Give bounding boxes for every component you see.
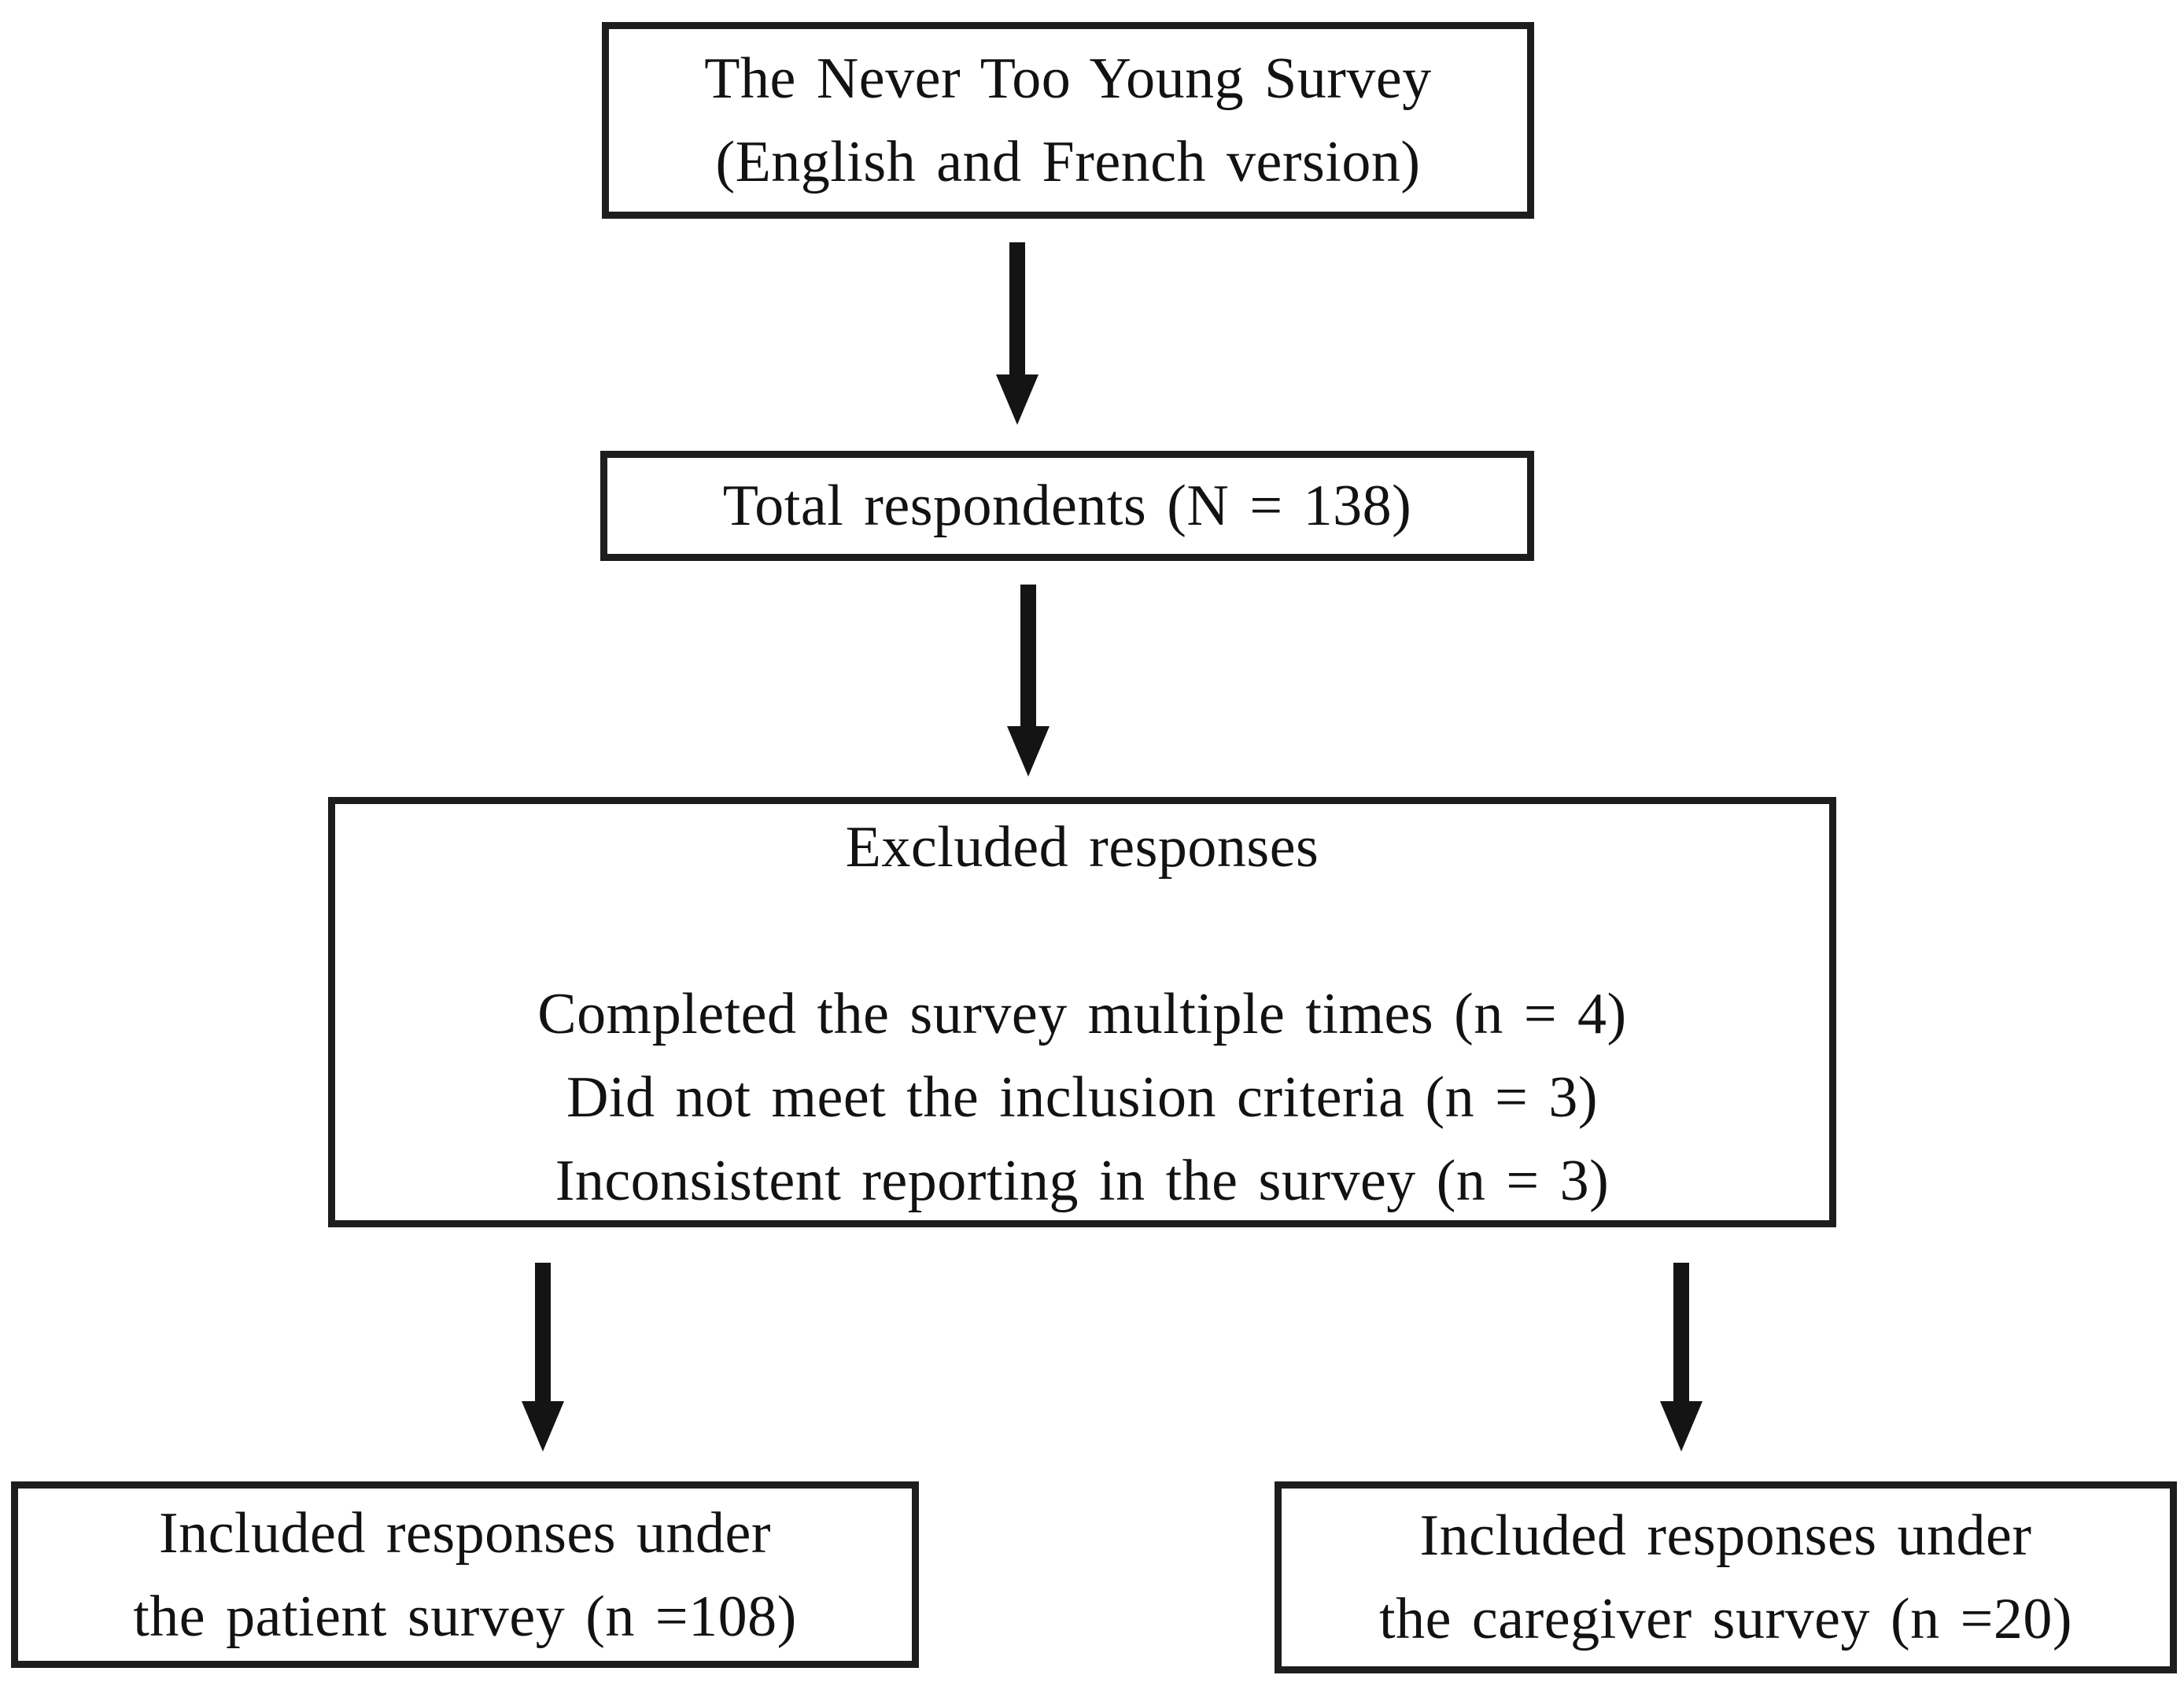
arrow-down-icon [1007, 726, 1050, 777]
excluded-item: Completed the survey multiple times (n =… [537, 982, 1627, 1046]
arrow-shaft [1020, 585, 1036, 726]
arrow-excluded-to-caregiver [1660, 1263, 1703, 1452]
excluded-heading: Excluded responses [845, 815, 1319, 880]
caregiver-included-box: Included responses under the caregiver s… [1275, 1481, 2177, 1673]
total-respondents-box: Total respondents (N = 138) [600, 451, 1534, 561]
caregiver-included-line1: Included responses under [1419, 1503, 2032, 1568]
patient-included-line2: the patient survey (n =108) [133, 1584, 797, 1649]
excluded-item: Inconsistent reporting in the survey (n … [555, 1149, 1610, 1213]
survey-title-box: The Never Too Young Survey (English and … [602, 22, 1534, 219]
survey-title-line2: (English and French version) [715, 130, 1421, 194]
arrow-shaft [1673, 1263, 1689, 1401]
arrow-shaft [535, 1263, 551, 1401]
arrow-down-icon [996, 374, 1039, 425]
patient-included-box: Included responses under the patient sur… [11, 1481, 919, 1668]
excluded-item: Did not meet the inclusion criteria (n =… [566, 1065, 1599, 1130]
patient-included-line1: Included responses under [158, 1500, 772, 1566]
arrow-down-icon [522, 1401, 564, 1452]
arrow-title-to-total [996, 242, 1039, 425]
arrow-excluded-to-patient [522, 1263, 564, 1452]
arrow-total-to-excluded [1007, 585, 1050, 777]
survey-title-line1: The Never Too Young Survey [704, 46, 1432, 111]
arrow-down-icon [1660, 1401, 1703, 1452]
total-respondents-text: Total respondents (N = 138) [722, 474, 1412, 538]
excluded-responses-box: Excluded responses Completed the survey … [328, 797, 1836, 1227]
arrow-shaft [1009, 242, 1025, 374]
caregiver-included-line2: the caregiver survey (n =20) [1379, 1587, 2072, 1651]
